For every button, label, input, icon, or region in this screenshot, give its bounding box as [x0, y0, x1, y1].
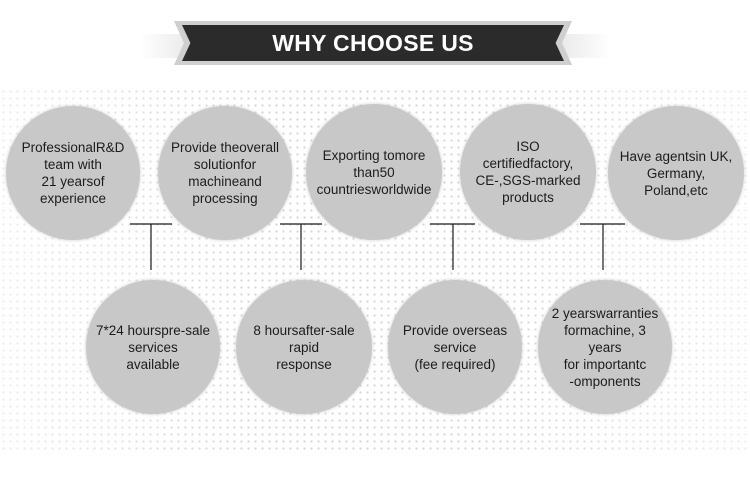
circle-agents-text: Have agentsin UK, Germany, Poland,etc [619, 148, 733, 198]
title-banner: WHY CHOOSE US [182, 25, 564, 61]
circle-rd-team-text: ProfessionalR&D team with 21 yearsof exp… [21, 140, 125, 206]
circle-warranty-text: 2 yearswarranties formachine, 3 years fo… [551, 305, 659, 389]
circle-overall-solution: Provide theoverall solutionfor machinean… [158, 106, 292, 240]
circle-presale-service: 7*24 hourspre-sale services available [86, 280, 220, 414]
circle-overseas-service: Provide overseas service (fee required) [388, 280, 522, 414]
circle-exporting-text: Exporting tomore than50 countriesworldwi… [316, 147, 432, 197]
circle-exporting: Exporting tomore than50 countriesworldwi… [306, 104, 442, 240]
circle-presale-service-text: 7*24 hourspre-sale services available [95, 322, 211, 372]
circle-rd-team: ProfessionalR&D team with 21 yearsof exp… [6, 106, 140, 240]
page-title: WHY CHOOSE US [272, 29, 474, 56]
circle-overseas-service-text: Provide overseas service (fee required) [402, 322, 508, 372]
circle-agents: Have agentsin UK, Germany, Poland,etc [608, 106, 744, 240]
circle-aftersale-response: 8 hoursafter-sale rapid response [236, 280, 372, 414]
circle-aftersale-response-text: 8 hoursafter-sale rapid response [253, 322, 355, 372]
circle-overall-solution-text: Provide theoverall solutionfor machinean… [170, 140, 280, 206]
circle-iso-certified-text: ISO certifiedfactory, CE-,SGS-marked pro… [475, 139, 581, 205]
circle-iso-certified: ISO certifiedfactory, CE-,SGS-marked pro… [460, 104, 596, 240]
circle-warranty: 2 yearswarranties formachine, 3 years fo… [538, 280, 672, 414]
